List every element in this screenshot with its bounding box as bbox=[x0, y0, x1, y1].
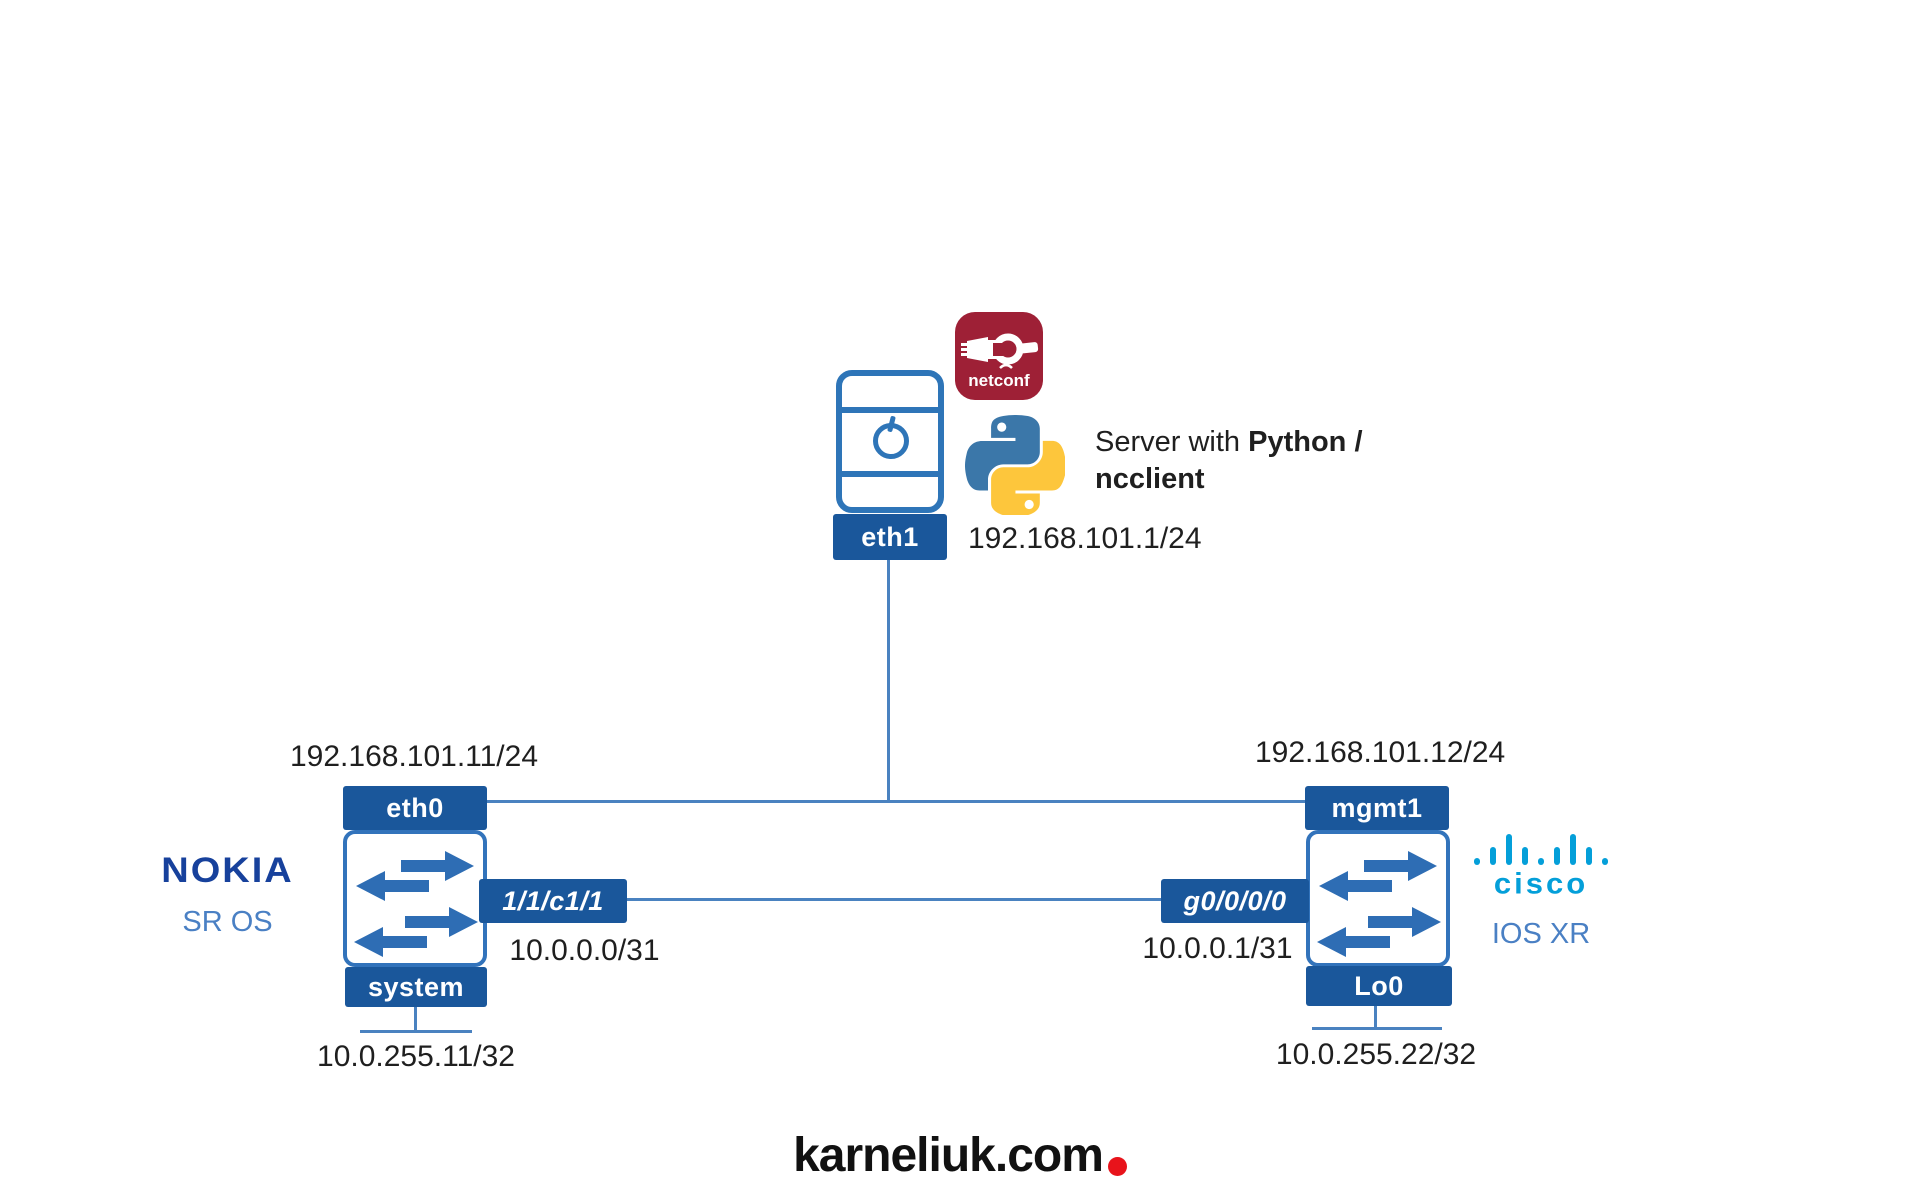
cisco-loopback-port-label: Lo0 bbox=[1306, 966, 1452, 1006]
server-icon bbox=[836, 370, 944, 513]
cisco-mgmt1-ip: 192.168.101.12/24 bbox=[1255, 736, 1506, 769]
cisco-mgmt1-port-name: mgmt1 bbox=[1331, 792, 1423, 823]
server-eth1-port-label: eth1 bbox=[833, 514, 947, 560]
cisco-loopback-port-name: Lo0 bbox=[1354, 970, 1404, 1001]
nokia-data-port-ip: 10.0.0.0/31 bbox=[509, 934, 660, 967]
cisco-wordmark: cisco bbox=[1493, 866, 1589, 901]
cisco-os-label: IOS XR bbox=[1491, 918, 1591, 950]
link-mgmt-horizontal-line bbox=[487, 800, 1307, 803]
netconf-label: netconf bbox=[968, 371, 1030, 390]
cisco-logo-bars-icon bbox=[1474, 832, 1608, 870]
server-caption-bold2: ncclient bbox=[1095, 463, 1205, 495]
footer-brand-text: karneliuk.com bbox=[793, 1129, 1104, 1182]
netconf-icon: netconf bbox=[955, 312, 1043, 405]
nokia-os-label: SR OS bbox=[182, 906, 273, 938]
nokia-data-port-name: 1/1/c1/1 bbox=[502, 885, 604, 916]
nokia-eth0-ip: 192.168.101.11/24 bbox=[290, 740, 539, 773]
nokia-loopback-bar bbox=[360, 1030, 472, 1033]
nokia-router-icon bbox=[343, 830, 487, 967]
cisco-loopback-stub-line bbox=[1374, 1006, 1377, 1030]
server-caption: Server with Python / ncclient bbox=[1095, 424, 1363, 498]
nokia-system-port-label: system bbox=[345, 967, 487, 1007]
server-eth1-ip: 192.168.101.1/24 bbox=[968, 522, 1202, 555]
nokia-loopback-ip: 10.0.255.11/32 bbox=[317, 1040, 515, 1073]
nokia-system-port-name: system bbox=[367, 971, 465, 1002]
cisco-loopback-bar bbox=[1312, 1027, 1442, 1030]
nokia-eth0-port-name: eth0 bbox=[386, 792, 444, 823]
cisco-data-port-label: g0/0/0/0 bbox=[1161, 879, 1309, 923]
footer-red-dot-icon bbox=[1107, 1157, 1127, 1176]
cisco-router-icon bbox=[1306, 830, 1450, 967]
server-caption-bold1: Python / bbox=[1248, 426, 1363, 458]
server-caption-normal: Server with bbox=[1095, 426, 1249, 458]
nokia-loopback-stub-line bbox=[414, 1007, 417, 1032]
cisco-mgmt1-port-label: mgmt1 bbox=[1305, 786, 1449, 830]
cisco-data-port-ip: 10.0.0.1/31 bbox=[1142, 932, 1293, 965]
cisco-loopback-ip: 10.0.255.22/32 bbox=[1275, 1038, 1477, 1071]
cisco-data-port-name: g0/0/0/0 bbox=[1183, 885, 1287, 916]
link-data-horizontal-line bbox=[624, 898, 1166, 901]
footer-logo: karneliuk.com bbox=[700, 1128, 1220, 1183]
server-eth1-port-name: eth1 bbox=[861, 521, 919, 552]
server-divider-top bbox=[842, 407, 938, 413]
nokia-eth0-port-label: eth0 bbox=[343, 786, 487, 830]
nokia-logo: NOKIA bbox=[161, 851, 294, 891]
link-server-to-mgmt-line bbox=[887, 558, 890, 803]
nokia-data-port-label: 1/1/c1/1 bbox=[479, 879, 627, 923]
server-divider-bottom bbox=[842, 471, 938, 477]
python-icon bbox=[964, 415, 1067, 520]
